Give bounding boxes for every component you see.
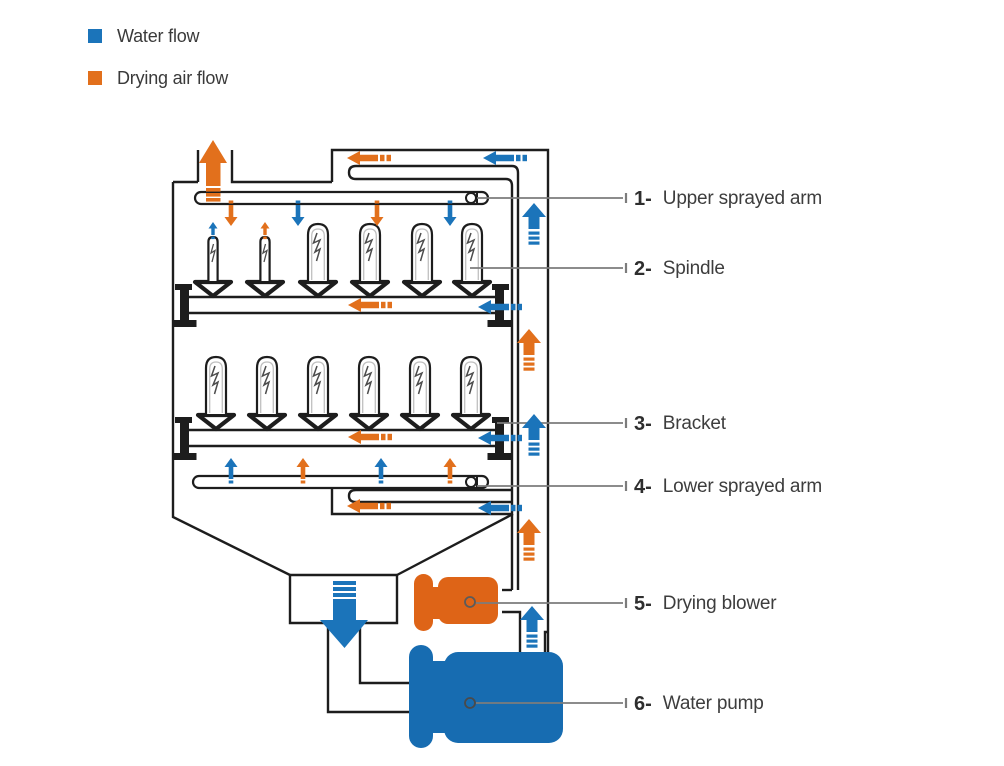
legend-label: Drying air flow — [117, 67, 229, 88]
water-arrow — [522, 414, 546, 456]
spindle — [207, 235, 219, 283]
part-number: 5- — [634, 592, 652, 615]
part-name: Bracket — [662, 413, 726, 434]
bracket — [172, 417, 197, 460]
drying-blower — [414, 574, 498, 631]
spindles-lower-row — [198, 355, 489, 429]
spindle — [306, 355, 330, 416]
part-name: Drying blower — [662, 593, 777, 614]
water-flow-arrows — [208, 151, 546, 648]
drying-air-flow-swatch — [88, 71, 102, 85]
pump-leader-anchor — [464, 697, 476, 709]
spindle — [255, 355, 279, 416]
spindle — [204, 355, 228, 416]
part-number: 1- — [634, 187, 652, 210]
part-name: Water pump — [662, 693, 764, 714]
air-arrow — [517, 329, 541, 371]
rack-upper — [172, 284, 512, 327]
blower-leader-anchor — [464, 596, 476, 608]
leader-lines — [470, 193, 628, 708]
drying-air-flow-arrows — [199, 140, 541, 561]
part-number: 4- — [634, 475, 652, 498]
spindle — [410, 222, 434, 283]
spindle — [408, 355, 432, 416]
rack-lower — [172, 417, 512, 460]
part-number: 3- — [634, 412, 652, 435]
legend-item-drying-air-flow: Drying air flow — [88, 67, 229, 88]
sump-drain-arrow — [320, 581, 368, 648]
part-number: 6- — [634, 692, 652, 715]
part-name: Spindle — [662, 258, 725, 279]
air-arrow — [347, 151, 391, 165]
part-name: Upper sprayed arm — [662, 188, 823, 209]
exhaust-arrow — [199, 140, 227, 202]
spindle — [306, 222, 330, 283]
lower-sprayed-arm — [191, 474, 490, 490]
spindle — [460, 222, 484, 283]
water-pump — [409, 645, 563, 748]
lower-arm-nozzle — [465, 476, 477, 488]
spindle — [358, 222, 382, 283]
upper-sprayed-arm — [193, 190, 490, 206]
spindle — [459, 355, 483, 416]
part-label-lower-sprayed-arm: 4- Lower sprayed arm — [634, 474, 822, 500]
upper-arm-nozzle — [465, 192, 477, 204]
inner-air-duct — [347, 164, 520, 590]
machine-outline — [171, 148, 550, 652]
spindles-upper-row — [195, 222, 490, 296]
part-label-bracket: 3- Bracket — [634, 411, 726, 437]
legend-item-water-flow: Water flow — [88, 25, 200, 46]
part-name: Lower sprayed arm — [662, 476, 823, 497]
part-label-water-pump: 6- Water pump — [634, 691, 764, 717]
water-arrow — [483, 151, 527, 165]
part-label-spindle: 2- Spindle — [634, 256, 725, 282]
bracket — [172, 284, 197, 327]
part-label-drying-blower: 5- Drying blower — [634, 591, 777, 617]
water-arrow — [208, 222, 218, 240]
part-label-upper-sprayed-arm: 1- Upper sprayed arm — [634, 186, 822, 212]
water-arrow — [520, 606, 544, 648]
spindle — [259, 235, 271, 283]
air-arrow — [348, 430, 392, 444]
water-flow-swatch — [88, 29, 102, 43]
water-arrow — [522, 203, 546, 245]
air-arrow — [517, 519, 541, 561]
spindle — [357, 355, 381, 416]
part-number: 2- — [634, 257, 652, 280]
air-arrow — [348, 298, 392, 312]
air-arrow — [260, 222, 270, 240]
legend-label: Water flow — [117, 25, 200, 46]
